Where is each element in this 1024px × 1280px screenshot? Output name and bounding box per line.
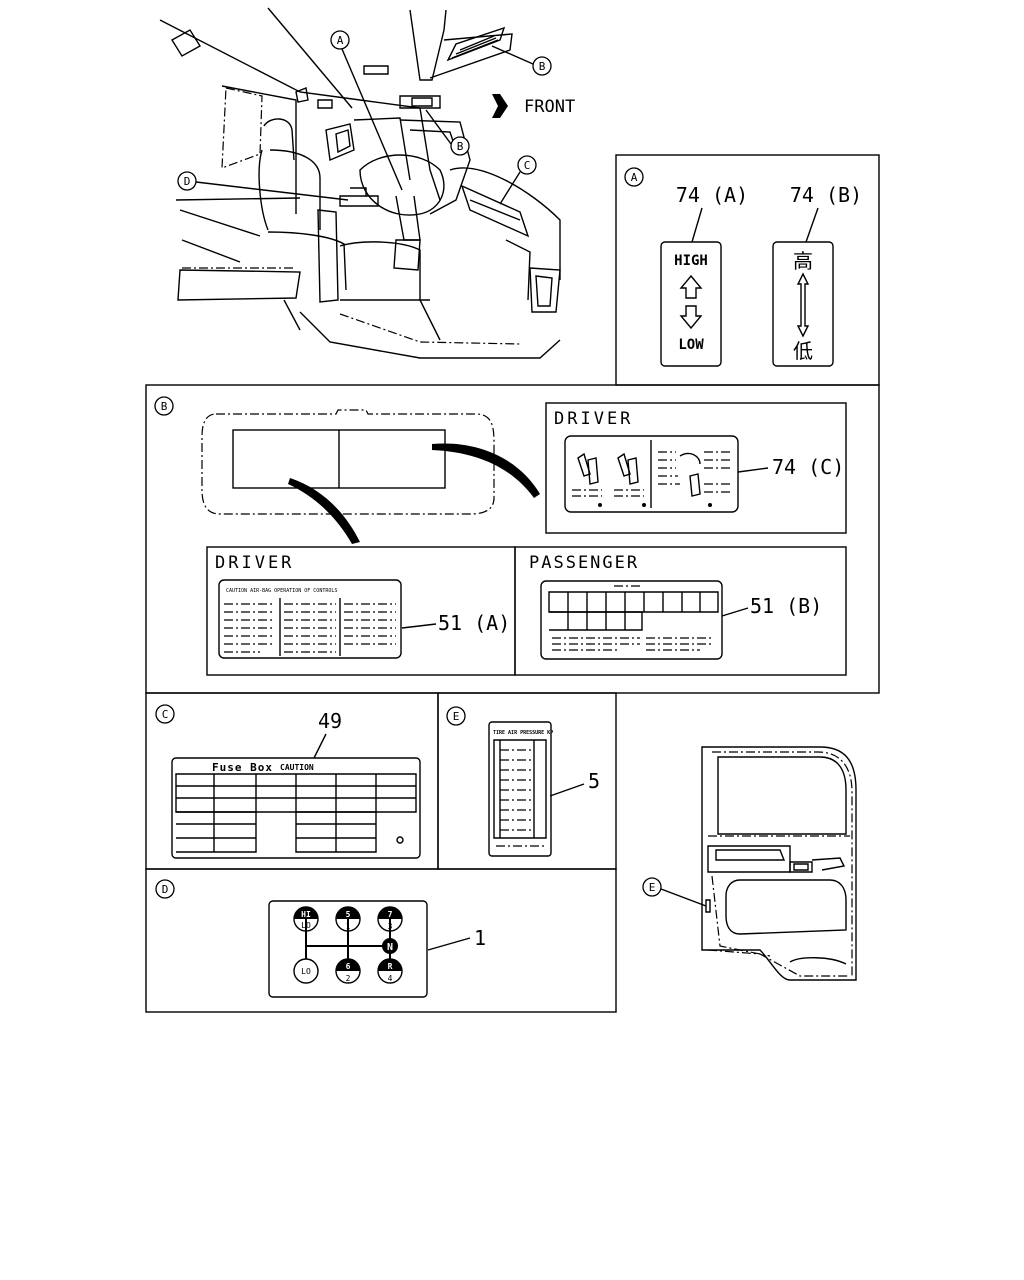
shift-pattern: HI LO 5 1 7 3 N LO xyxy=(293,906,403,984)
svg-text:HI: HI xyxy=(301,910,311,919)
svg-text:E: E xyxy=(649,881,656,894)
down-arrow-icon xyxy=(679,305,703,330)
callout-B-location-lower: B xyxy=(425,109,470,156)
label-51B xyxy=(540,580,723,660)
label-51B-icon-grid xyxy=(548,585,719,651)
svg-text:E: E xyxy=(453,710,460,723)
label-51A-text-lines xyxy=(224,603,396,653)
panel-E: E TIRE AIR PRESSURE KP 5 xyxy=(437,692,617,870)
label-74B xyxy=(772,241,834,367)
svg-text:B: B xyxy=(457,140,464,153)
gear-HI-R: HI LO xyxy=(293,906,319,932)
svg-text:R: R xyxy=(388,962,393,971)
svg-text:CAUTION: CAUTION xyxy=(280,763,314,772)
label-5-tire-pressure xyxy=(488,721,552,857)
svg-text:A: A xyxy=(631,171,638,184)
label-49-fuse-box xyxy=(171,757,421,859)
svg-text:DRIVER: DRIVER xyxy=(554,409,633,429)
double-arrow-icon xyxy=(796,272,810,338)
seat-adjust-icons xyxy=(577,452,712,507)
label-51A xyxy=(218,579,402,659)
cab-interior-illustration xyxy=(159,7,561,359)
up-arrow-icon xyxy=(679,274,703,299)
svg-text:3: 3 xyxy=(388,922,393,931)
gear-7-3: 7 3 xyxy=(377,906,403,932)
svg-text:D: D xyxy=(162,883,169,896)
svg-text:LO: LO xyxy=(301,967,311,976)
svg-text:51 (B): 51 (B) xyxy=(750,594,822,618)
gear-LO: LO xyxy=(293,958,319,984)
svg-text:B: B xyxy=(161,400,168,413)
label-74C-text-lines xyxy=(572,451,730,497)
svg-text:1: 1 xyxy=(346,922,351,931)
svg-text:HIGH: HIGH xyxy=(674,253,708,269)
svg-text:Fuse Box: Fuse Box xyxy=(212,761,273,774)
svg-text:LO: LO xyxy=(301,921,311,930)
svg-text:PASSENGER: PASSENGER xyxy=(529,553,639,573)
svg-text:6: 6 xyxy=(346,962,351,971)
svg-text:A: A xyxy=(337,34,344,47)
svg-text:51 (A): 51 (A) xyxy=(438,611,510,635)
svg-text:DRIVER: DRIVER xyxy=(215,553,294,573)
label-1-shift-pattern xyxy=(268,900,428,998)
panel-D: D HI LO 5 1 7 3 xyxy=(145,868,617,1013)
label-74A xyxy=(660,241,722,367)
svg-text:TIRE AIR PRESSURE KP: TIRE AIR PRESSURE KP xyxy=(493,730,553,736)
svg-text:LOW: LOW xyxy=(678,337,704,353)
callout-B-location-upper: B xyxy=(491,45,552,76)
tire-pressure-table xyxy=(493,739,547,847)
gear-neutral: N xyxy=(382,938,398,954)
svg-text:49: 49 xyxy=(318,709,342,733)
label-74C xyxy=(564,435,739,513)
callout-D-location: D xyxy=(177,171,349,201)
svg-text:B: B xyxy=(539,60,546,73)
gear-R-4: R 4 xyxy=(377,958,403,984)
right-arrow-icon xyxy=(492,94,508,118)
front-direction: FRONT xyxy=(492,94,575,118)
svg-text:N: N xyxy=(387,942,393,953)
sun-visor-illustration xyxy=(201,409,540,544)
panel-C: C 49 Fuse Box CAUTION xyxy=(145,692,439,870)
callout-A-location: A xyxy=(330,30,403,191)
svg-text:74 (B): 74 (B) xyxy=(790,183,862,207)
svg-text:D: D xyxy=(184,175,191,188)
gear-5-1: 5 1 xyxy=(335,906,361,932)
svg-text:5: 5 xyxy=(346,910,351,919)
svg-text:1: 1 xyxy=(474,926,486,950)
door-illustration xyxy=(701,746,857,981)
gear-6-2: 6 2 xyxy=(335,958,361,984)
svg-text:FRONT: FRONT xyxy=(524,97,575,117)
svg-text:C: C xyxy=(162,708,169,721)
fuse-grid xyxy=(175,773,417,853)
callout-C-location: C xyxy=(499,155,537,205)
svg-text:CAUTION AIR-BAG OPERATION OF C: CAUTION AIR-BAG OPERATION OF CONTROLS xyxy=(226,588,337,594)
callout-E-location: E xyxy=(642,877,707,907)
panel-A: A 74 (A) HIGH LOW 74 (B) 高 低 xyxy=(615,154,880,386)
svg-text:74 (C): 74 (C) xyxy=(772,455,844,479)
svg-text:C: C xyxy=(524,159,531,172)
svg-text:低: 低 xyxy=(793,339,813,363)
svg-text:5: 5 xyxy=(588,769,600,793)
svg-text:高: 高 xyxy=(793,249,813,273)
svg-text:4: 4 xyxy=(388,974,393,983)
panel-B: B DRIVER 74 (C) xyxy=(145,384,880,694)
svg-text:74 (A): 74 (A) xyxy=(676,183,748,207)
svg-text:7: 7 xyxy=(388,910,393,919)
svg-text:2: 2 xyxy=(346,974,351,983)
